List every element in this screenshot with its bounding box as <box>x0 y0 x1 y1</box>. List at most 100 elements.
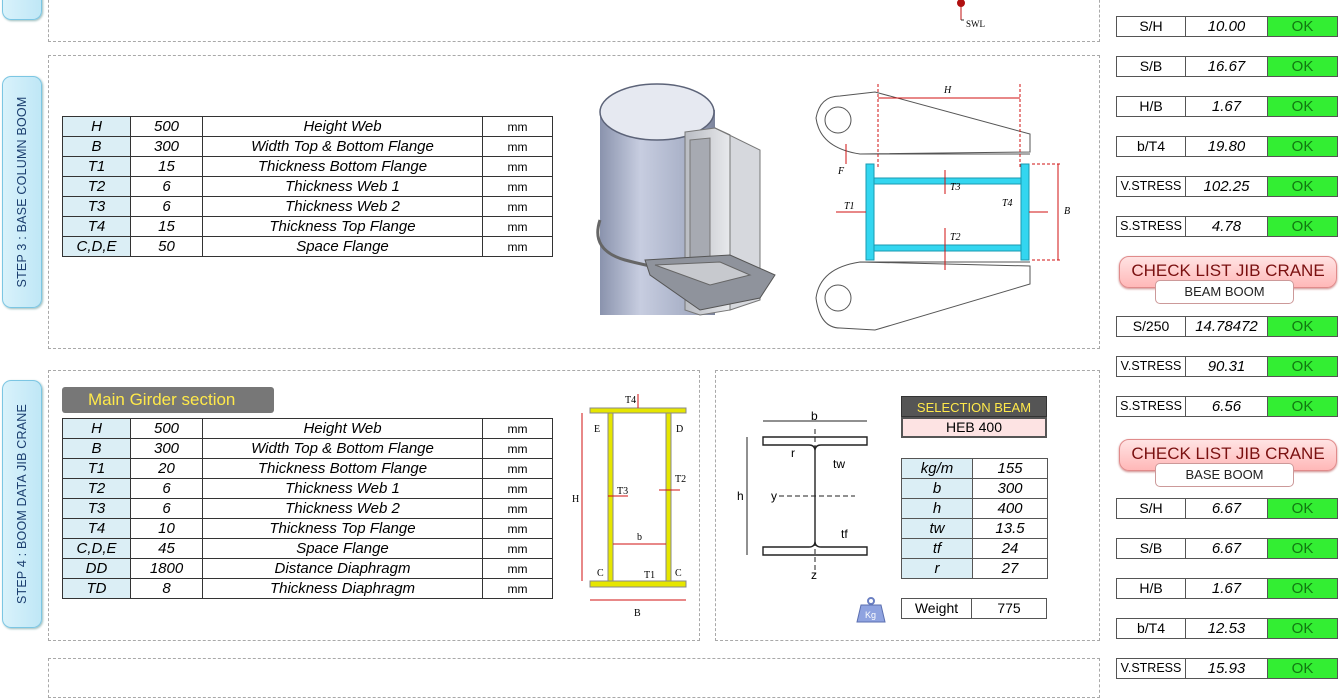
step5-section-box <box>48 658 1100 698</box>
step2-tab[interactable] <box>2 0 42 20</box>
plan-label-f: F <box>837 166 845 177</box>
param-description: Thickness Web 1 <box>202 478 483 499</box>
swl-label: SWL <box>966 19 985 29</box>
param-value[interactable]: 50 <box>130 236 203 257</box>
beam-property-name: b <box>901 478 973 499</box>
param-value[interactable]: 300 <box>130 136 203 157</box>
girder-label-t1: T1 <box>644 570 655 581</box>
param-symbol: C,D,E <box>62 236 131 257</box>
girder-label-t4: T4 <box>625 395 636 406</box>
param-symbol: H <box>62 116 131 137</box>
swl-marker: SWL <box>957 0 985 29</box>
check-name: H/B <box>1116 578 1186 599</box>
param-value[interactable]: 6 <box>130 176 203 197</box>
beam-boom-label: BEAM BOOM <box>1155 280 1294 304</box>
beam-property-name: kg/m <box>901 458 973 479</box>
check-status: OK <box>1268 578 1338 599</box>
param-description: Thickness Web 2 <box>202 196 483 217</box>
param-value[interactable]: 10 <box>130 518 203 539</box>
beam-label-y: y <box>771 489 777 503</box>
girder-label-t2: T2 <box>675 474 686 485</box>
check-value: 1.67 <box>1186 578 1268 599</box>
check-value: 4.78 <box>1186 216 1268 237</box>
selection-beam-value[interactable]: HEB 400 <box>901 417 1047 438</box>
param-symbol: T3 <box>62 196 131 217</box>
param-value[interactable]: 6 <box>130 478 203 499</box>
param-description: Width Top & Bottom Flange <box>202 136 483 157</box>
param-symbol: B <box>62 136 131 157</box>
param-value[interactable]: 6 <box>130 498 203 519</box>
param-value[interactable]: 8 <box>130 578 203 599</box>
param-value[interactable]: 1800 <box>130 558 203 579</box>
param-value[interactable]: 500 <box>130 418 203 439</box>
check-value: 6.67 <box>1186 538 1268 559</box>
param-unit: mm <box>482 136 553 157</box>
check-value: 12.53 <box>1186 618 1268 639</box>
check-status: OK <box>1268 658 1338 679</box>
girder-label-b: B <box>634 608 641 619</box>
param-value[interactable]: 6 <box>130 196 203 217</box>
check-name: S.STRESS <box>1116 216 1186 237</box>
param-value[interactable]: 300 <box>130 438 203 459</box>
plan-label-t4: T4 <box>1002 198 1013 209</box>
base-boom-label: BASE BOOM <box>1155 463 1294 487</box>
param-symbol: B <box>62 438 131 459</box>
beam-selection-box <box>715 370 1100 641</box>
param-symbol: T1 <box>62 156 131 177</box>
beam-property-name: r <box>901 558 973 579</box>
param-value[interactable]: 15 <box>130 156 203 177</box>
check-status: OK <box>1268 356 1338 377</box>
param-unit: mm <box>482 236 553 257</box>
girder-label-b-small: b <box>637 532 642 543</box>
param-value[interactable]: 20 <box>130 458 203 479</box>
param-value[interactable]: 500 <box>130 116 203 137</box>
param-description: Height Web <box>202 418 483 439</box>
girder-label-c-left: C <box>597 568 604 579</box>
beam-label-b: b <box>811 409 818 423</box>
param-unit: mm <box>482 176 553 197</box>
girder-label-t3: T3 <box>617 486 628 497</box>
param-symbol: DD <box>62 558 131 579</box>
check-name: b/T4 <box>1116 136 1186 157</box>
check-value: 6.56 <box>1186 396 1268 417</box>
param-unit: mm <box>482 538 553 559</box>
check-status: OK <box>1268 538 1338 559</box>
param-description: Thickness Web 1 <box>202 176 483 197</box>
plan-label-t1: T1 <box>844 201 855 212</box>
beam-property-name: tw <box>901 518 973 539</box>
param-value[interactable]: 45 <box>130 538 203 559</box>
param-symbol: C,D,E <box>62 538 131 559</box>
girder-section-drawing: T4 E D H T3 T2 b C C T1 B <box>572 394 687 619</box>
param-unit: mm <box>482 418 553 439</box>
check-status: OK <box>1268 96 1338 117</box>
step3-tab[interactable]: STEP 3 : BASE COLUMN BOOM <box>2 76 42 308</box>
param-value[interactable]: 15 <box>130 216 203 237</box>
param-description: Height Web <box>202 116 483 137</box>
step4-tab[interactable]: STEP 4 : BOOM DATA JIB CRANE <box>2 380 42 628</box>
param-description: Thickness Top Flange <box>202 216 483 237</box>
check-value: 90.31 <box>1186 356 1268 377</box>
check-name: V.STRESS <box>1116 176 1186 197</box>
param-symbol: T1 <box>62 458 131 479</box>
selection-beam-header: SELECTION BEAM <box>901 396 1047 417</box>
girder-label-e: E <box>594 424 600 435</box>
